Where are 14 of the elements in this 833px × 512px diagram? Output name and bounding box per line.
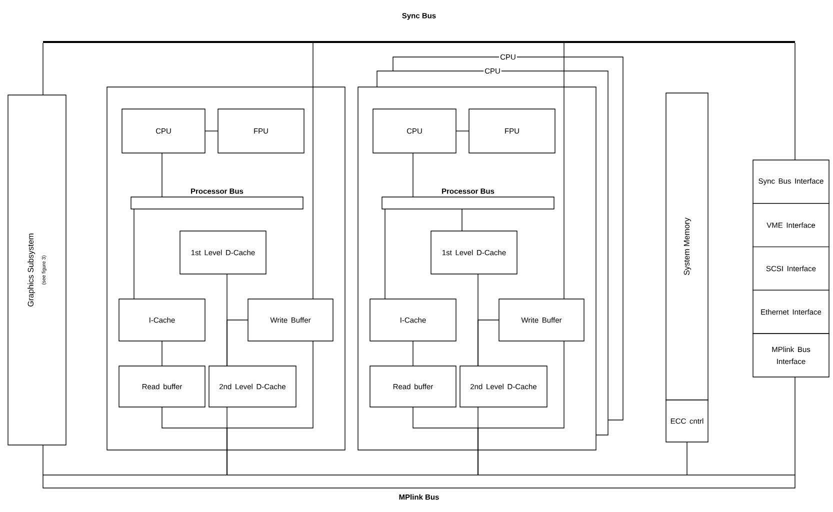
connector-line [478, 320, 500, 366]
connector-line [226, 406, 228, 476]
connector-line [794, 376, 796, 476]
connector-line [204, 130, 218, 132]
connector-line [412, 152, 414, 198]
connector-line [42, 42, 44, 96]
connector-line [794, 42, 796, 160]
connector-line [384, 208, 386, 300]
connector-line [226, 320, 248, 366]
connector-line [312, 42, 314, 300]
connector-line [412, 340, 414, 366]
connector-line [686, 442, 688, 476]
connector-line [456, 130, 470, 132]
connector-line [42, 444, 44, 476]
